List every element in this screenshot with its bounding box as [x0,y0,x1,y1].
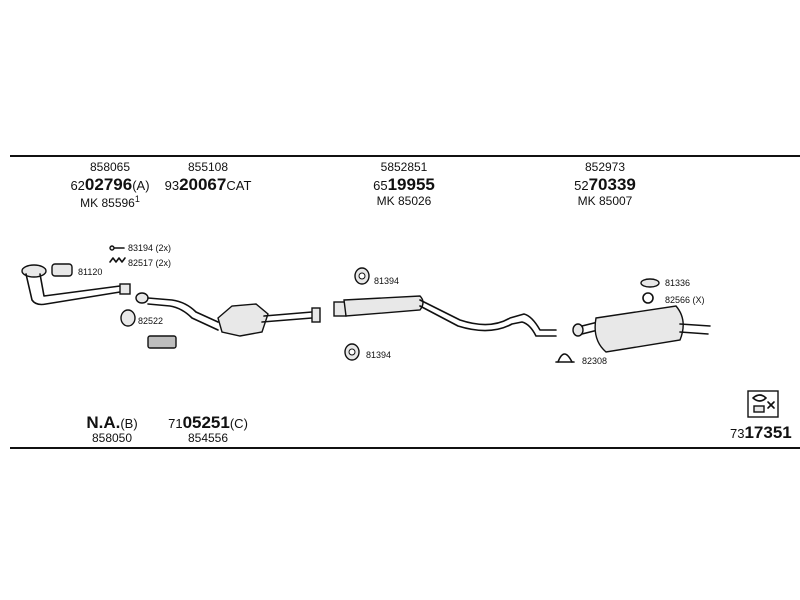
part-number-4: 5270339 [574,175,636,194]
part-number-3: 6519955 [373,175,435,194]
kit-number-1: MK 855961 [80,194,140,210]
footer-right-number: 7317351 [730,423,792,442]
label-81394-top: 81394 [374,276,400,286]
footer-mid-ref: 854556 [187,431,229,445]
part-ref-4: 852973 [584,160,626,174]
label-81394-bottom: 81394 [366,350,392,360]
label-81336: 81336 [665,278,691,288]
part-ref-1: 858065 [89,160,131,174]
front-pipe-drawing [21,263,131,306]
hanger-81394-bottom-drawing [344,343,360,361]
part-number-2: 9320067CAT [164,175,252,194]
top-rule [10,155,800,157]
label-82566: 82566 (X) [665,295,705,305]
clamp-83194-drawing [109,245,125,251]
footer-left-ref: 858050 [91,431,133,445]
hanger-81394-top-drawing [354,267,370,285]
gasket-82522-drawing [120,309,177,349]
part-number-1: 6202796(A) [70,175,150,194]
clamp-82566-drawing [642,292,654,304]
bottom-rule [10,447,800,449]
middle-silencer-drawing [333,295,557,337]
hanger-81336-drawing [640,278,660,288]
clamp-82308-drawing [555,353,575,363]
footer-left-number: N.A.(B) [86,413,138,432]
spring-82517-drawing [109,257,126,263]
footer-mid-number: 7105251(C) [168,413,248,432]
rear-silencer-drawing [572,305,711,353]
kit-number-4: MK 85007 [577,194,633,208]
label-82308: 82308 [582,356,608,366]
parts-kit-icon [747,390,779,418]
label-83194: 83194 (2x) [128,243,172,253]
label-82522: 82522 [138,316,164,326]
kit-number-3: MK 85026 [376,194,432,208]
label-82517: 82517 (2x) [128,258,172,268]
part-ref-3: 5852851 [380,160,428,174]
label-81120: 81120 [78,267,103,277]
catalyst-pipe-drawing [135,292,321,337]
part-ref-2: 855108 [187,160,229,174]
